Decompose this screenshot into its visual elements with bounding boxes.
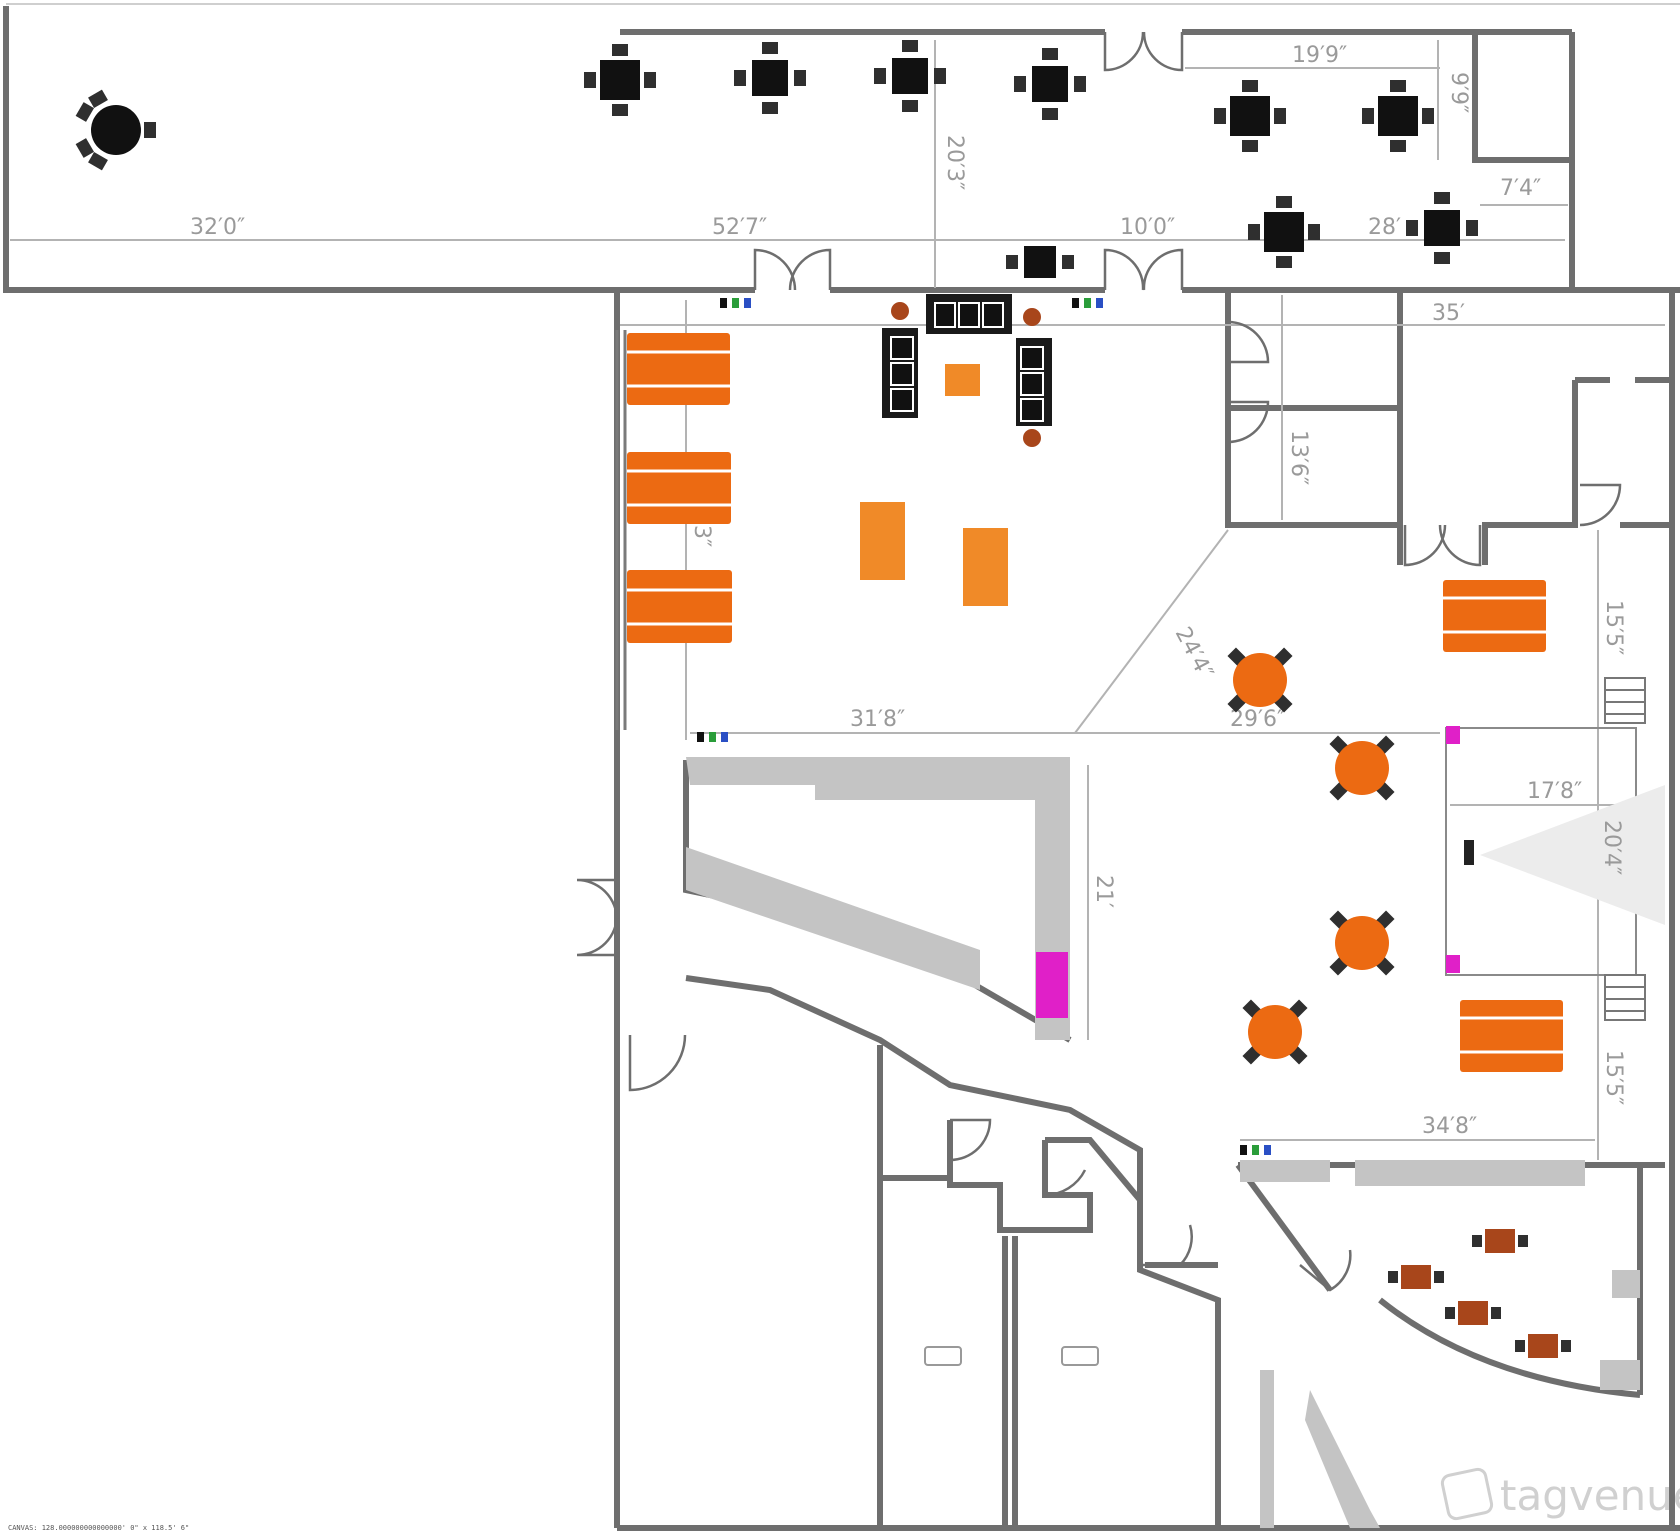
dim-28: 28′ bbox=[1368, 215, 1401, 240]
dim-32-0: 32′0″ bbox=[190, 215, 245, 240]
square-table-icon[interactable] bbox=[584, 44, 656, 116]
dim-20-4: 20′4″ bbox=[1599, 820, 1624, 875]
speaker-icon bbox=[1446, 955, 1460, 973]
dimension-labels: 32′0″ 52′7″ 10′0″ 20′3″ 19′9″ 9′9″ 7′4″ … bbox=[190, 43, 1626, 1139]
door-icon[interactable] bbox=[628, 1034, 687, 1092]
round-orange-tables bbox=[1227, 647, 1395, 1065]
dim-15-5-upper: 15′5″ bbox=[1601, 600, 1626, 655]
door-icon[interactable] bbox=[949, 1118, 992, 1162]
dim-3: 3″ bbox=[689, 525, 714, 547]
stair-icon bbox=[1604, 677, 1646, 1021]
dim-21: 21′ bbox=[1091, 875, 1116, 908]
dim-20-3: 20′3″ bbox=[942, 135, 967, 190]
doors bbox=[576, 31, 1622, 1292]
orange-banquet-tables bbox=[627, 333, 732, 643]
dim-34-8: 34′8″ bbox=[1422, 1114, 1477, 1139]
dimension-lines bbox=[10, 40, 1665, 1160]
rust-tables bbox=[1388, 1229, 1571, 1358]
door-icon[interactable] bbox=[576, 914, 619, 957]
door-icon[interactable] bbox=[1140, 1224, 1193, 1267]
round-table-icon[interactable] bbox=[1227, 647, 1293, 713]
banquet-table[interactable] bbox=[627, 333, 730, 405]
door-icon[interactable] bbox=[788, 248, 832, 291]
door-icon[interactable] bbox=[576, 878, 619, 921]
door-icon[interactable] bbox=[1227, 400, 1270, 444]
bar-station[interactable] bbox=[1036, 952, 1068, 1018]
banquet-table[interactable] bbox=[1443, 580, 1546, 652]
square-table-icon[interactable] bbox=[734, 42, 806, 114]
square-table-icon[interactable] bbox=[1214, 80, 1286, 152]
square-table-icon[interactable] bbox=[1248, 196, 1320, 268]
door-icon[interactable] bbox=[753, 248, 797, 291]
dim-9-9: 9′9″ bbox=[1446, 72, 1471, 113]
door-icon[interactable] bbox=[1579, 483, 1622, 527]
door-icon[interactable] bbox=[1403, 524, 1447, 567]
coffee-table[interactable] bbox=[945, 364, 980, 396]
door-icon[interactable] bbox=[1438, 524, 1482, 567]
square-table-icon[interactable] bbox=[1445, 1301, 1501, 1325]
canvas-caption: CANVAS: 128.000000000000000' 0" x 118.5'… bbox=[8, 1524, 189, 1532]
dim-24-4: 24′4″ bbox=[1170, 623, 1218, 683]
round-table-icon[interactable] bbox=[1329, 910, 1395, 976]
square-table-icon[interactable] bbox=[1388, 1265, 1444, 1289]
square-table-icon[interactable] bbox=[874, 40, 946, 112]
bar-counters bbox=[686, 757, 1640, 1528]
square-table-icon[interactable] bbox=[1406, 192, 1478, 264]
dim-15-5-lower: 15′5″ bbox=[1601, 1050, 1626, 1105]
lounge-sofas bbox=[882, 294, 1052, 447]
dim-52-7: 52′7″ bbox=[712, 215, 767, 240]
door-icon[interactable] bbox=[1227, 320, 1270, 364]
square-table-icon[interactable] bbox=[1362, 80, 1434, 152]
dim-7-4: 7′4″ bbox=[1500, 176, 1541, 201]
speaker-icon bbox=[1446, 726, 1460, 744]
bin-icon bbox=[697, 298, 1271, 1155]
door-icon[interactable] bbox=[1103, 31, 1145, 72]
dim-31-8: 31′8″ bbox=[850, 707, 905, 732]
door-icon[interactable] bbox=[1043, 1140, 1087, 1197]
banquet-table[interactable] bbox=[627, 452, 731, 524]
dim-19-9: 19′9″ bbox=[1292, 43, 1347, 68]
sink-icon bbox=[924, 1346, 1099, 1366]
square-tables bbox=[584, 40, 1478, 278]
dim-13-6: 13′6″ bbox=[1286, 430, 1311, 485]
banquet-table[interactable] bbox=[1460, 1000, 1563, 1072]
projector-icon bbox=[1464, 840, 1474, 865]
door-icon[interactable] bbox=[1142, 248, 1184, 291]
door-icon[interactable] bbox=[1103, 248, 1145, 291]
round-table-icon[interactable] bbox=[1329, 735, 1395, 801]
dim-10-0: 10′0″ bbox=[1120, 215, 1175, 240]
watermark-logo-icon bbox=[1440, 1467, 1494, 1521]
square-table-icon[interactable] bbox=[1472, 1229, 1528, 1253]
round-table-icon[interactable] bbox=[1242, 999, 1308, 1065]
door-icon[interactable] bbox=[1142, 31, 1184, 72]
square-table-icon[interactable] bbox=[1515, 1334, 1571, 1358]
banquet-table[interactable] bbox=[627, 570, 732, 643]
dim-17-8: 17′8″ bbox=[1527, 779, 1582, 804]
round-table-icon[interactable] bbox=[75, 89, 156, 171]
dim-35: 35′ bbox=[1432, 301, 1465, 326]
high-table[interactable] bbox=[963, 528, 1008, 606]
door-icon[interactable] bbox=[1299, 1249, 1352, 1292]
high-table[interactable] bbox=[860, 502, 905, 580]
dim-29-6: 29′6″ bbox=[1230, 707, 1285, 732]
watermark-text: tagvenue bbox=[1500, 1471, 1680, 1520]
square-table-icon[interactable] bbox=[1006, 246, 1074, 278]
square-table-icon[interactable] bbox=[1014, 48, 1086, 120]
